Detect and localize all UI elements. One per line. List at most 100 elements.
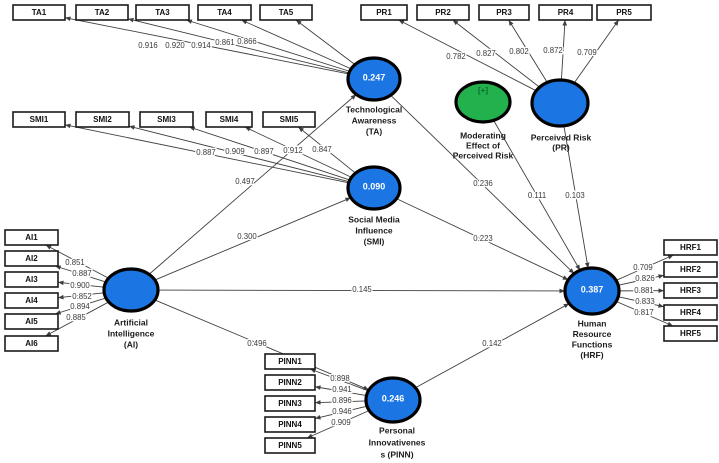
indicator-box-SMI5[interactable] <box>262 111 316 128</box>
construct-ellipse-SMI[interactable] <box>346 165 402 211</box>
indicator-PR4[interactable]: PR4 <box>538 4 593 21</box>
construct-SMI[interactable]: 0.090 <box>346 165 402 211</box>
indicator-box-SMI1[interactable] <box>12 111 66 128</box>
construct-name-PINN-line1: Personal <box>379 425 415 435</box>
indicator-box-TA2[interactable] <box>75 4 129 21</box>
indicator-PINN3[interactable]: PINN3 <box>264 395 316 412</box>
indicator-SMI4[interactable]: SMI4 <box>205 111 253 128</box>
indicator-PR2[interactable]: PR2 <box>416 4 470 21</box>
indicator-AI1[interactable]: AI1 <box>4 229 59 246</box>
indicator-box-TA1[interactable] <box>12 4 66 21</box>
indicator-SMI2[interactable]: SMI2 <box>75 111 130 128</box>
indicator-label-SMI2: SMI2 <box>93 115 112 124</box>
edge-PINN-PINN4-arrowhead <box>315 415 321 420</box>
indicator-PR5[interactable]: PR5 <box>596 4 652 21</box>
indicator-AI3[interactable]: AI3 <box>4 271 59 288</box>
indicator-box-AI4[interactable] <box>4 292 59 309</box>
indicator-AI4[interactable]: AI4 <box>4 292 59 309</box>
indicator-box-TA5[interactable] <box>259 4 313 21</box>
indicator-box-PINN2[interactable] <box>264 374 316 391</box>
indicator-PINN2[interactable]: PINN2 <box>264 374 316 391</box>
path-PR-HRF <box>563 125 589 269</box>
construct-PR[interactable] <box>530 78 590 128</box>
indicator-box-HRF4[interactable] <box>663 304 718 321</box>
indicator-box-TA3[interactable] <box>135 4 190 21</box>
indicator-PR1[interactable]: PR1 <box>360 4 408 21</box>
indicator-AI2[interactable]: AI2 <box>4 250 59 267</box>
edge-PR-PR4-arrowhead <box>562 20 568 26</box>
indicator-SMI3[interactable]: SMI3 <box>139 111 194 128</box>
indicator-box-HRF5[interactable] <box>663 325 718 342</box>
indicator-box-AI3[interactable] <box>4 271 59 288</box>
indicator-box-PR3[interactable] <box>478 4 530 21</box>
indicator-box-SMI4[interactable] <box>205 111 253 128</box>
path-PINN-HRF <box>415 303 570 389</box>
indicator-box-PR5[interactable] <box>596 4 652 21</box>
construct-name-TA-line2: Awareness <box>352 115 397 125</box>
construct-ellipse-MOD[interactable] <box>454 80 512 124</box>
indicator-AI6[interactable]: AI6 <box>4 335 59 352</box>
indicator-HRF3[interactable]: HRF3 <box>663 282 718 299</box>
indicator-box-SMI2[interactable] <box>75 111 130 128</box>
indicator-box-PR4[interactable] <box>538 4 593 21</box>
construct-name-AI-line3: (AI) <box>124 339 138 349</box>
path-SMI-HRF-arrowhead <box>562 275 569 280</box>
loading-value-TA1: 0.916 <box>138 41 158 50</box>
indicator-label-TA4: TA4 <box>217 8 232 17</box>
construct-ellipse-TA[interactable] <box>346 56 402 102</box>
indicator-box-PR1[interactable] <box>360 4 408 21</box>
indicator-box-PINN3[interactable] <box>264 395 316 412</box>
indicator-SMI1[interactable]: SMI1 <box>12 111 66 128</box>
indicator-HRF5[interactable]: HRF5 <box>663 325 718 342</box>
indicator-HRF4[interactable]: HRF4 <box>663 304 718 321</box>
indicator-box-AI5[interactable] <box>4 313 59 330</box>
loading-value-PINN4: 0.946 <box>332 407 352 416</box>
construct-name-HRF-line4: (HRF) <box>580 350 603 360</box>
indicator-TA5[interactable]: TA5 <box>259 4 313 21</box>
indicator-box-AI2[interactable] <box>4 250 59 267</box>
construct-HRF[interactable]: 0.387 <box>563 266 621 316</box>
indicator-label-PR2: PR2 <box>435 8 451 17</box>
path-AI-HRF-arrowhead <box>559 288 566 294</box>
construct-name-AI-line2: Intelligence <box>108 328 155 338</box>
indicator-AI5[interactable]: AI5 <box>4 313 59 330</box>
path-coefficient-PINN-HRF: 0.142 <box>482 339 502 348</box>
indicator-box-PINN4[interactable] <box>264 416 316 433</box>
construct-PINN[interactable]: 0.246 <box>364 376 422 424</box>
indicator-PINN4[interactable]: PINN4 <box>264 416 316 433</box>
loading-value-AI2: 0.887 <box>72 269 92 278</box>
indicator-TA1[interactable]: TA1 <box>12 4 66 21</box>
indicator-box-PINN5[interactable] <box>264 437 316 454</box>
construct-ellipse-PR[interactable] <box>530 78 590 128</box>
construct-ellipse-PINN[interactable] <box>364 376 422 424</box>
edge-TA-TA4-arrowhead <box>241 20 248 25</box>
indicator-box-HRF3[interactable] <box>663 282 718 299</box>
edge-HRF-HRF1 <box>615 254 674 281</box>
indicator-TA3[interactable]: TA3 <box>135 4 190 21</box>
indicator-HRF2[interactable]: HRF2 <box>663 261 718 278</box>
indicator-label-SMI1: SMI1 <box>30 115 49 124</box>
loading-value-SMI4: 0.912 <box>283 146 303 155</box>
indicator-box-SMI3[interactable] <box>139 111 194 128</box>
indicator-box-PINN1[interactable] <box>264 353 316 370</box>
indicator-PINN5[interactable]: PINN5 <box>264 437 316 454</box>
indicator-box-AI6[interactable] <box>4 335 59 352</box>
construct-TA[interactable]: 0.247 <box>346 56 402 102</box>
indicator-HRF1[interactable]: HRF1 <box>663 239 718 256</box>
indicator-box-AI1[interactable] <box>4 229 59 246</box>
construct-ellipse-AI[interactable] <box>102 267 160 313</box>
indicator-TA4[interactable]: TA4 <box>197 4 252 21</box>
construct-ellipse-HRF[interactable] <box>563 266 621 316</box>
indicator-box-HRF2[interactable] <box>663 261 718 278</box>
indicator-TA2[interactable]: TA2 <box>75 4 129 21</box>
indicator-box-PR2[interactable] <box>416 4 470 21</box>
indicator-PINN1[interactable]: PINN1 <box>264 353 316 370</box>
indicator-SMI5[interactable]: SMI5 <box>262 111 316 128</box>
indicator-box-TA4[interactable] <box>197 4 252 21</box>
indicator-box-HRF1[interactable] <box>663 239 718 256</box>
construct-AI[interactable] <box>102 267 160 313</box>
construct-MOD[interactable]: [+] <box>454 80 512 124</box>
indicator-label-AI3: AI3 <box>25 275 38 284</box>
indicator-PR3[interactable]: PR3 <box>478 4 530 21</box>
